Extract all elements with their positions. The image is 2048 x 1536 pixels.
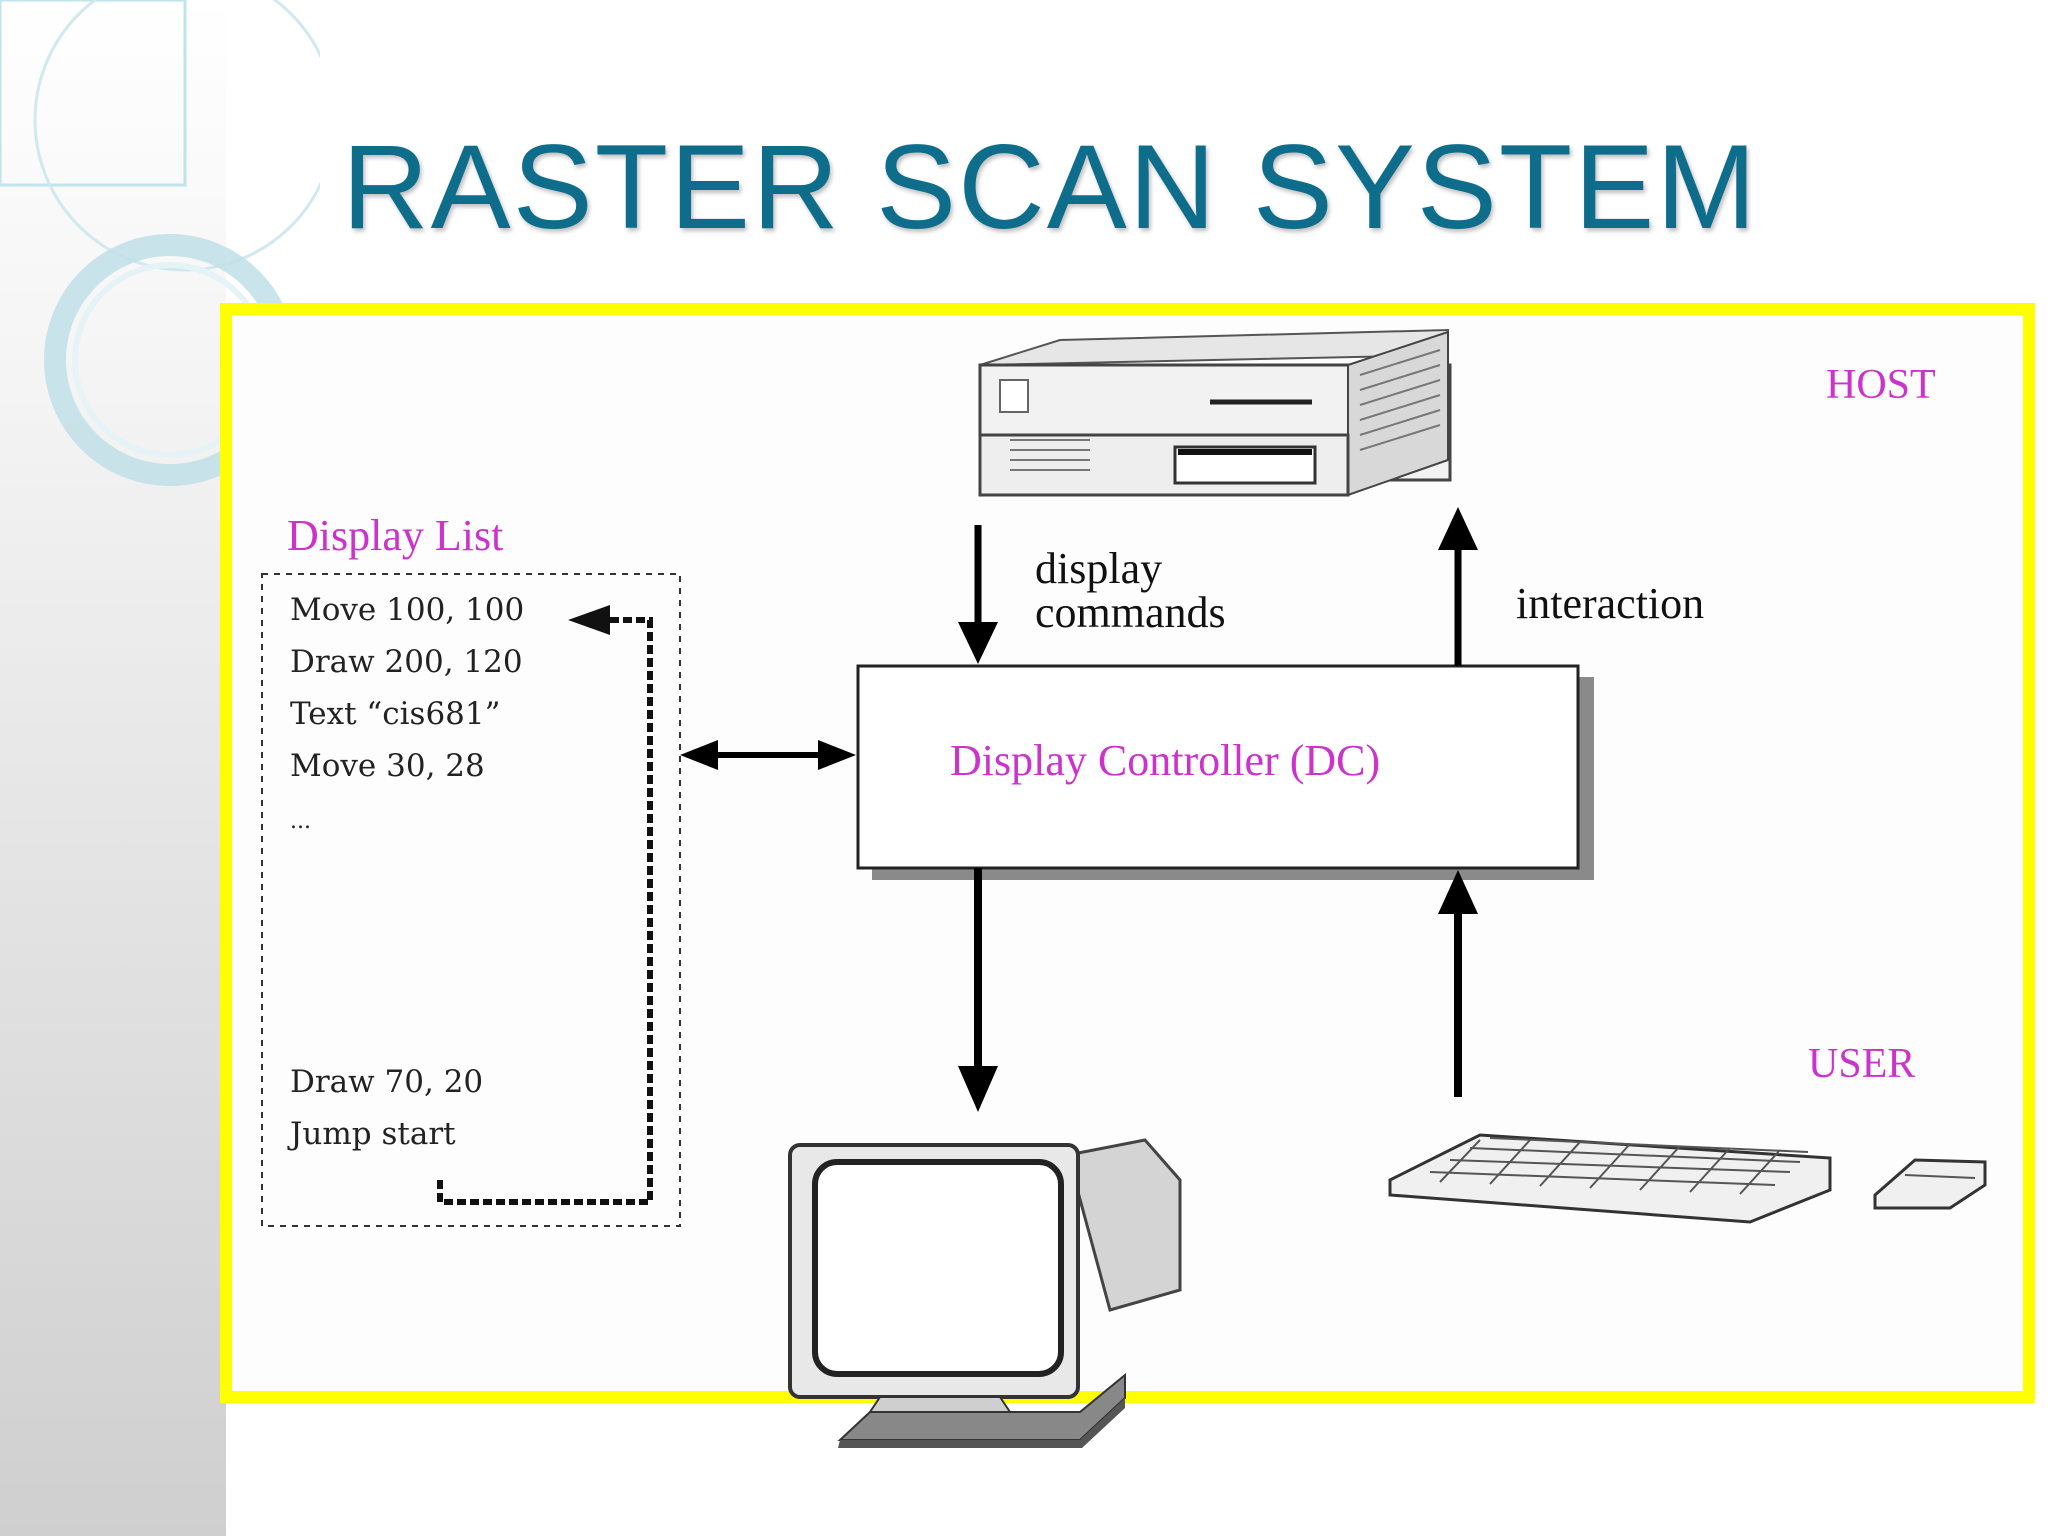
jump-loop-arrow bbox=[437, 605, 653, 1205]
host-computer-icon bbox=[978, 328, 1452, 497]
display-list-item: ... bbox=[290, 809, 311, 834]
interaction-label: interaction bbox=[1516, 579, 1704, 628]
display-commands-arrow bbox=[958, 525, 998, 664]
display-commands-label: display bbox=[1035, 544, 1162, 593]
display-list-item: Move 30, 28 bbox=[290, 748, 485, 784]
display-list-item: Text “cis681” bbox=[290, 696, 500, 732]
display-list-items: Move 100, 100 Draw 200, 120 Text “cis681… bbox=[287, 592, 524, 1152]
display-commands-label: commands bbox=[1035, 588, 1226, 637]
display-list-item: Jump start bbox=[287, 1116, 456, 1152]
list-controller-double-arrow bbox=[680, 740, 856, 770]
display-list-title: Display List bbox=[287, 511, 503, 560]
host-label: HOST bbox=[1826, 362, 1936, 408]
display-list-item: Draw 200, 120 bbox=[290, 644, 523, 680]
display-list-item: Draw 70, 20 bbox=[290, 1064, 483, 1100]
mouse-icon bbox=[1873, 1158, 1987, 1210]
slide-title: RASTER SCAN SYSTEM bbox=[342, 120, 1759, 254]
display-list-item: Move 100, 100 bbox=[290, 592, 524, 628]
controller-label: Display Controller (DC) bbox=[950, 736, 1380, 785]
interaction-arrow bbox=[1438, 507, 1478, 666]
user-label: USER bbox=[1808, 1041, 1915, 1087]
user-to-controller-arrow bbox=[1438, 870, 1478, 1097]
display-controller-box bbox=[856, 664, 1580, 870]
controller-to-monitor-arrow bbox=[958, 868, 998, 1112]
keyboard-icon bbox=[1388, 1133, 1832, 1224]
display-list-box bbox=[261, 573, 681, 1227]
monitor-icon bbox=[788, 1138, 1182, 1448]
